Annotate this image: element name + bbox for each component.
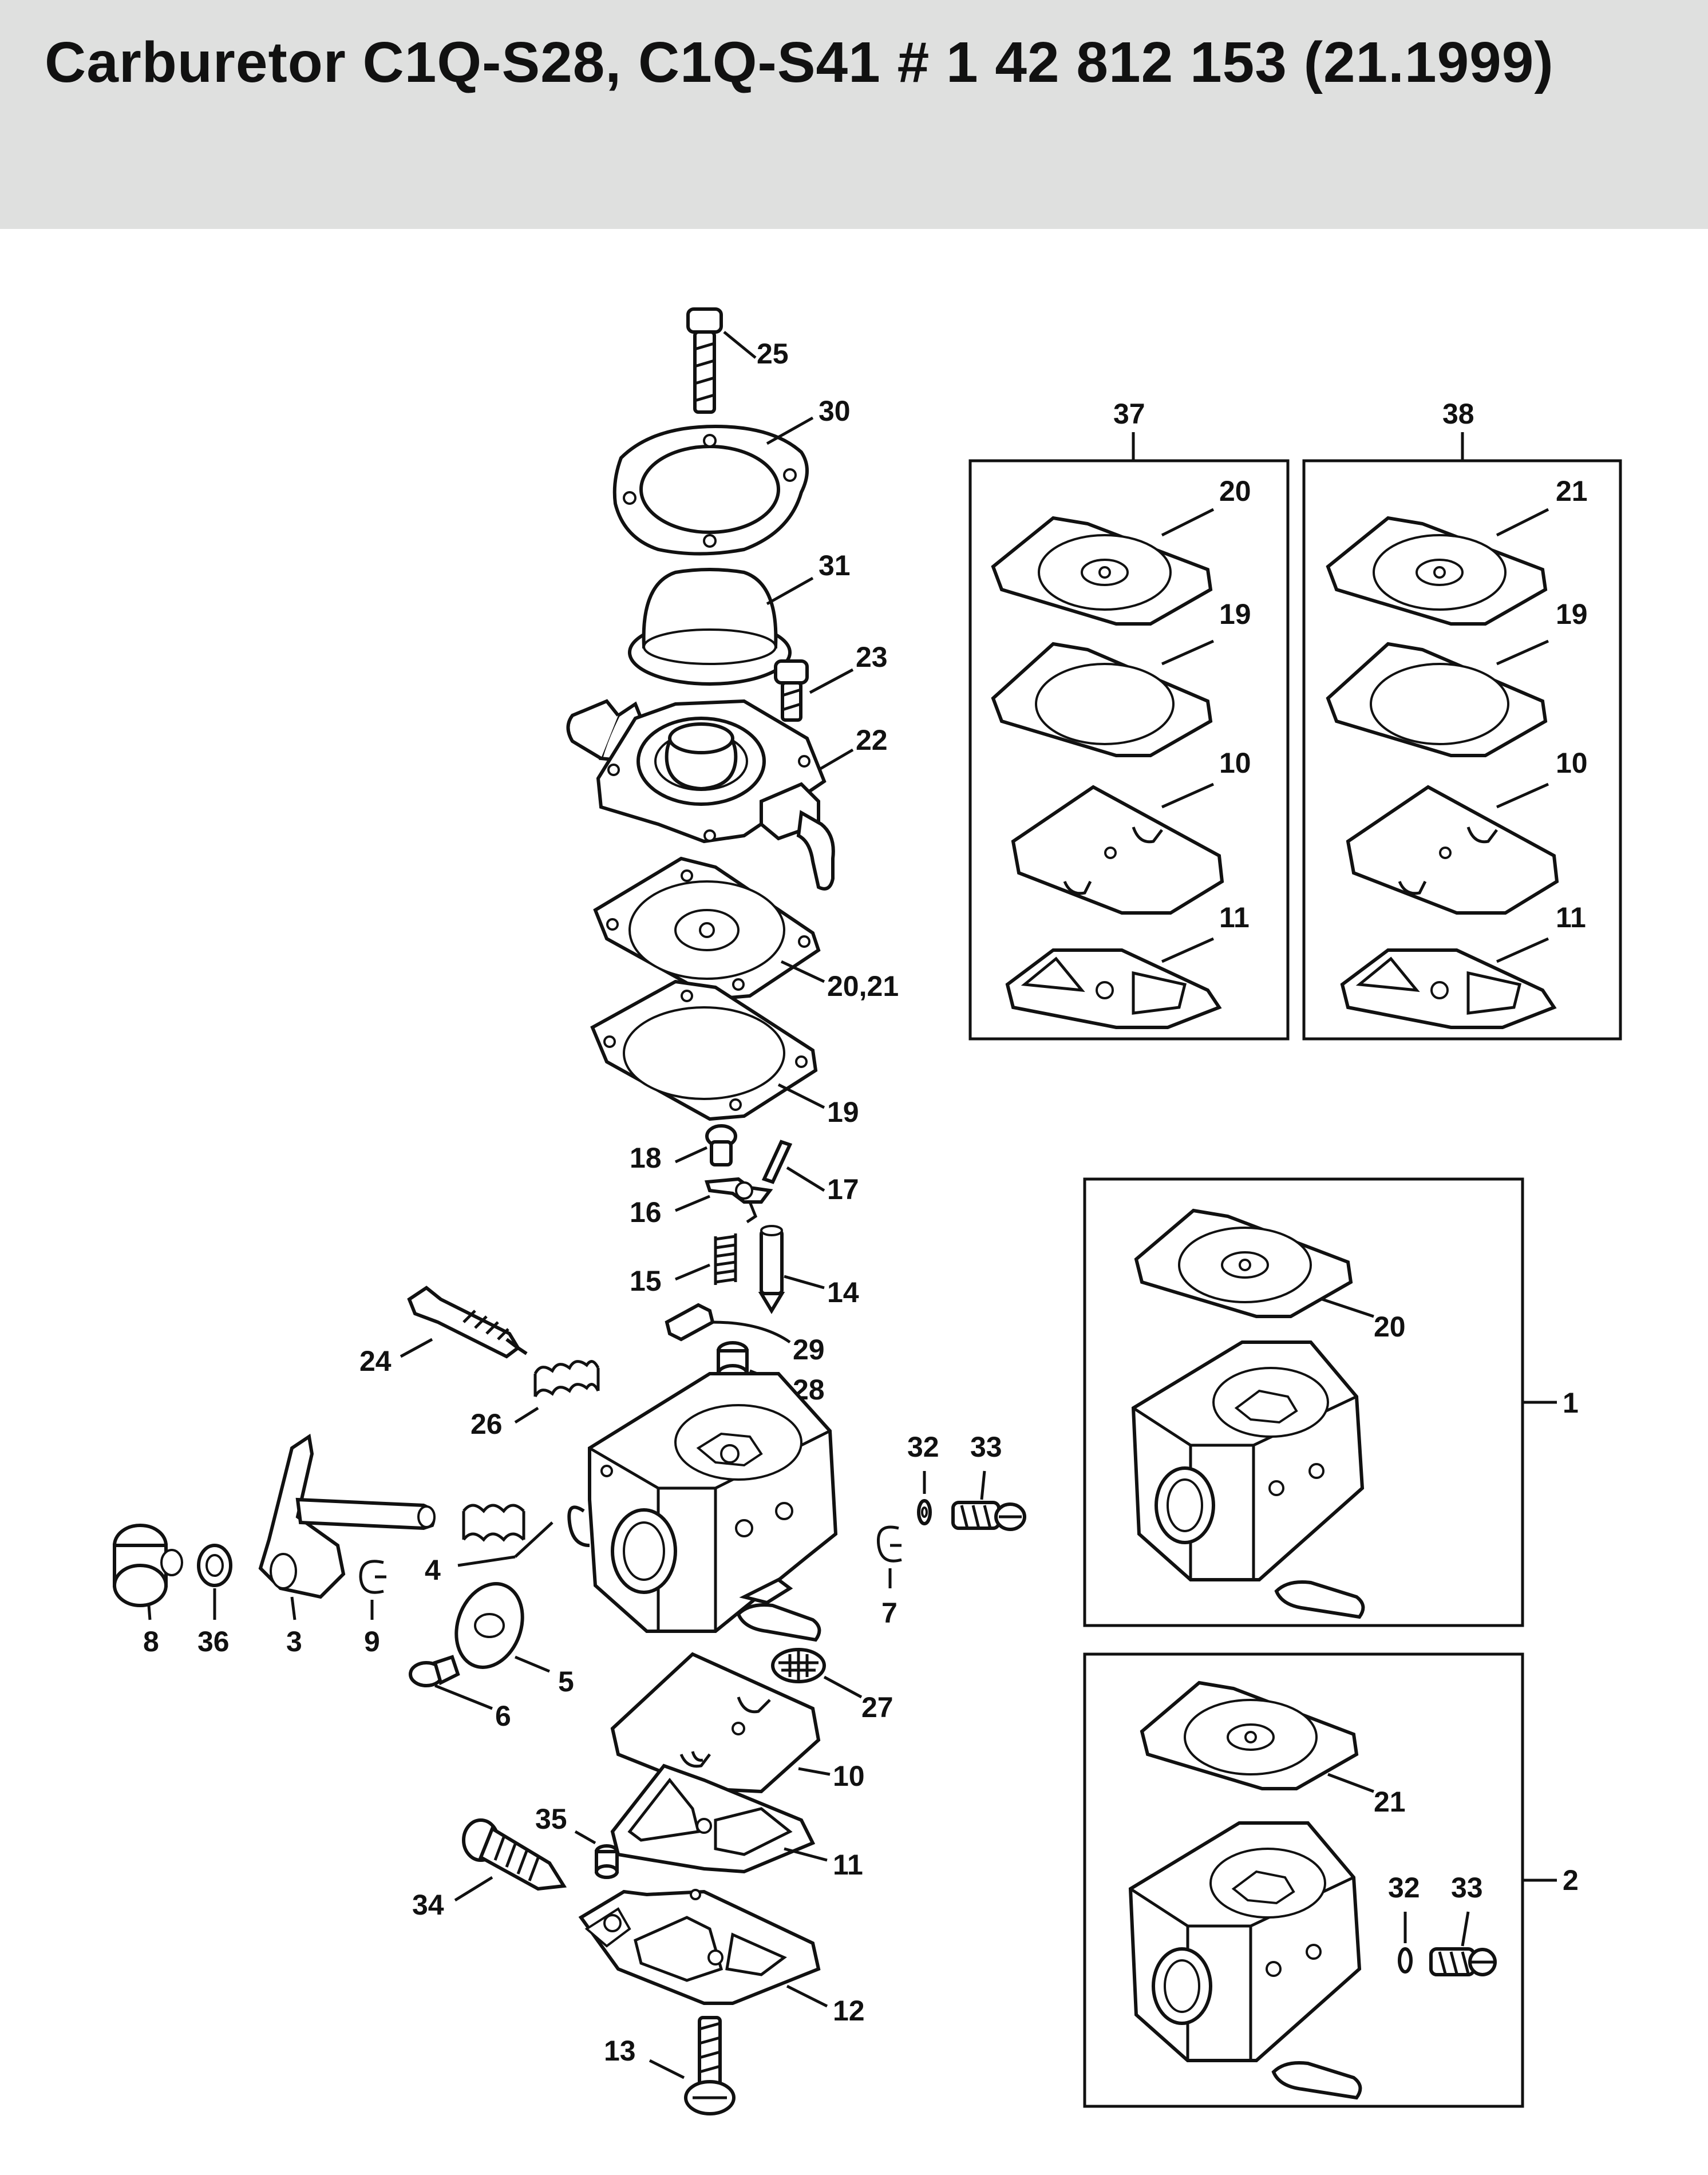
callout-26: 26 — [471, 1408, 503, 1440]
part-24-choke-shaft: 24 — [359, 1286, 528, 1377]
assembly-2-label: 2 — [1563, 1864, 1579, 1896]
kit-38: 38 21 19 10 11 — [1302, 398, 1622, 1041]
assembly-1-label: 1 — [1563, 1387, 1579, 1419]
callout-8: 8 — [143, 1626, 159, 1658]
kit-38-item-4: 11 — [1556, 901, 1586, 934]
callout-9: 9 — [364, 1626, 380, 1658]
callout-27: 27 — [861, 1691, 893, 1723]
kit-37: 37 20 19 10 11 — [968, 398, 1290, 1041]
part-11-gasket: 11 — [610, 1763, 863, 1881]
part-16-control-lever: 16 — [630, 1177, 773, 1228]
part-10-pump-diaphragm: 10 — [610, 1652, 865, 1794]
page-title: Carburetor C1Q-S28, C1Q-S41 # 1 42 812 1… — [45, 30, 1554, 94]
assembly-2-gasket-callout: 21 — [1374, 1786, 1406, 1818]
part-15-spring: 15 — [630, 1233, 737, 1297]
kit-38-item-1: 21 — [1556, 475, 1588, 507]
part-17-pin: 17 — [761, 1140, 859, 1205]
part-6-screw: 6 — [409, 1655, 511, 1732]
part-5-shutter: 5 — [454, 1582, 574, 1698]
carburetor-body — [567, 1372, 838, 1642]
callout-4: 4 — [425, 1554, 441, 1586]
part-30-gasket: 30 — [612, 395, 851, 556]
callout-5: 5 — [558, 1666, 574, 1698]
callout-12: 12 — [833, 1995, 865, 2027]
part-31-primer-bulb: 31 — [628, 549, 851, 686]
part-36-washer: 36 — [197, 1544, 232, 1658]
part-12-end-cover: 12 — [578, 1889, 865, 2027]
callout-31: 31 — [819, 549, 851, 582]
callout-15: 15 — [630, 1265, 662, 1297]
part-19-gasket: 19 — [590, 979, 859, 1128]
callout-11: 11 — [833, 1849, 863, 1881]
kit-37-item-4: 11 — [1219, 901, 1250, 934]
callout-25: 25 — [757, 338, 789, 370]
assembly-1-gasket-callout: 20 — [1374, 1311, 1406, 1343]
part-8-nut: 8 — [113, 1524, 183, 1658]
kit-37-label: 37 — [1113, 398, 1145, 430]
kit-38-item-3: 10 — [1556, 747, 1588, 779]
part-13-screw: 13 — [604, 2016, 736, 2115]
part-9-e-clip: 9 — [359, 1560, 386, 1658]
callout-35: 35 — [535, 1803, 567, 1835]
callout-29: 29 — [793, 1334, 825, 1366]
callout-23: 23 — [856, 641, 888, 673]
callout-30: 30 — [819, 395, 851, 427]
callout-22: 22 — [856, 724, 888, 756]
kit-37-item-1: 20 — [1219, 475, 1251, 507]
callout-10: 10 — [833, 1760, 865, 1792]
callout-7: 7 — [881, 1597, 898, 1629]
assembly-1: 1 20 — [1083, 1177, 1579, 1627]
part-33-adjusting-screw: 33 — [951, 1431, 1026, 1531]
part-34-adjusting-screw: 34 — [412, 1818, 567, 1921]
callout-36: 36 — [197, 1626, 230, 1658]
part-25-screw: 25 — [686, 307, 789, 414]
part-7-e-clip: 7 — [876, 1525, 902, 1629]
part-29-plug: 29 — [665, 1303, 825, 1366]
part-4-spring: 4 — [425, 1504, 553, 1586]
part-35-plug: 35 — [535, 1803, 619, 1879]
callout-17: 17 — [827, 1173, 859, 1205]
callout-16: 16 — [630, 1196, 662, 1228]
callout-19: 19 — [827, 1096, 859, 1128]
callout-13: 13 — [604, 2035, 636, 2067]
part-32-washer: 32 — [907, 1431, 939, 1525]
kit-38-box — [1302, 459, 1622, 1041]
part-3-throttle-lever: 3 — [258, 1433, 436, 1658]
kit-37-box — [968, 459, 1290, 1041]
callout-24: 24 — [359, 1345, 392, 1377]
assembly-2-washer-callout: 32 — [1388, 1872, 1420, 1904]
part-27-strainer: 27 — [771, 1648, 893, 1723]
kit-38-item-2: 19 — [1556, 598, 1588, 630]
kit-37-item-3: 10 — [1219, 747, 1251, 779]
kit-37-item-2: 19 — [1219, 598, 1251, 630]
part-22-pump-housing: 22 — [566, 699, 888, 891]
header-bar: Carburetor C1Q-S28, C1Q-S41 # 1 42 812 1… — [0, 0, 1708, 229]
callout-33-a: 33 — [970, 1431, 1002, 1463]
part-18-screw: 18 — [630, 1124, 737, 1174]
part-20-21-diaphragm: 20,21 — [593, 856, 899, 1002]
callout-18: 18 — [630, 1142, 662, 1174]
callout-20-21: 20,21 — [827, 970, 899, 1002]
callout-14: 14 — [827, 1276, 859, 1308]
assembly-2-screw-callout: 33 — [1451, 1872, 1483, 1904]
assembly-2: 2 21 32 33 — [1083, 1652, 1579, 2108]
part-26-spring: 26 — [471, 1360, 600, 1440]
kit-38-label: 38 — [1442, 398, 1474, 430]
callout-3: 3 — [286, 1626, 302, 1658]
callout-6: 6 — [495, 1700, 511, 1732]
callout-32-a: 32 — [907, 1431, 939, 1463]
part-23-screw: 23 — [774, 641, 888, 722]
callout-34: 34 — [412, 1889, 444, 1921]
part-14-inlet-needle: 14 — [758, 1225, 859, 1314]
